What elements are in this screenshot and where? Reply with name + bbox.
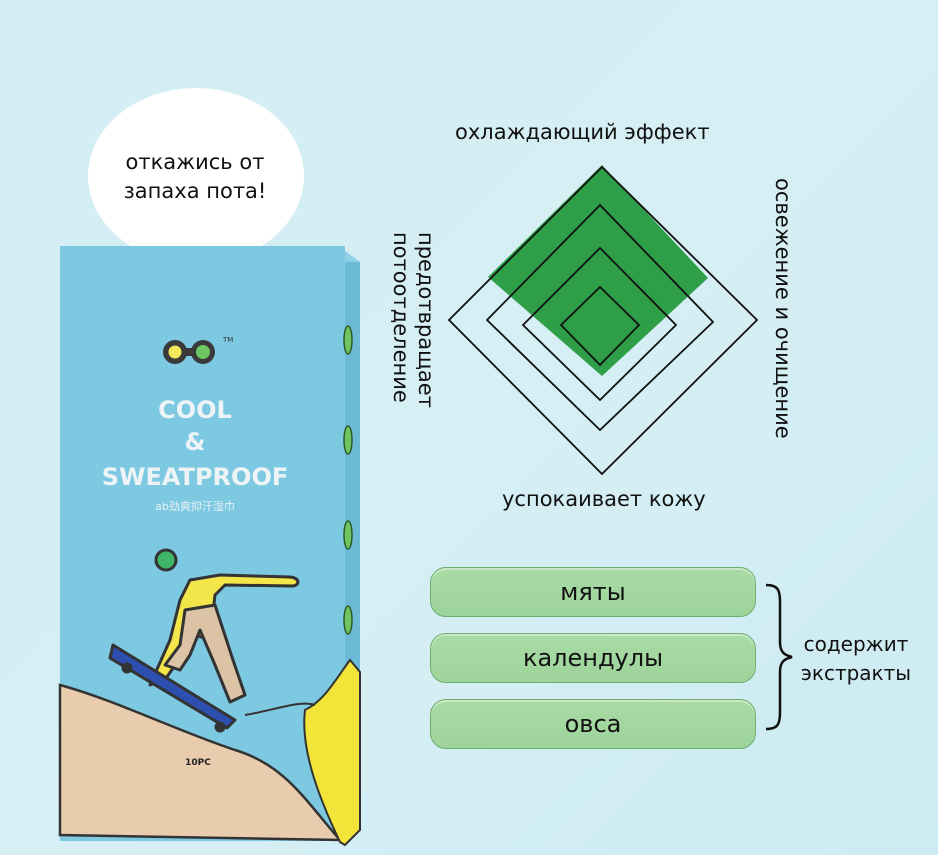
svg-text:TM: TM	[222, 336, 233, 344]
product-title-2: &	[185, 428, 206, 456]
label-prevent-sweat-line2: потоотделение	[389, 232, 413, 403]
extracts-caption-line2: экстракты	[800, 661, 912, 685]
extract-mint: мяты	[430, 567, 756, 617]
diamond-fill	[488, 165, 708, 376]
bubble-text: откажись от запаха пота!	[100, 148, 290, 206]
bubble-line-2: запаха пота!	[123, 179, 267, 203]
extract-calendula: календулы	[430, 633, 756, 683]
diamond-ring-2	[521, 246, 678, 402]
label-cooling-effect: охлаждающий эффект	[455, 120, 710, 144]
benefit-diamond	[447, 165, 759, 476]
bubble-line-1: откажись от	[125, 150, 265, 174]
label-soothes-skin: успокаивает кожу	[502, 487, 706, 511]
product-title-3: SWEATPROOF	[102, 463, 289, 491]
extracts-caption: содержит экстракты	[794, 630, 918, 688]
product-title-1: COOL	[158, 396, 232, 424]
label-refresh-clean: освежение и очищение	[771, 178, 795, 439]
diamond-ring-1	[559, 285, 641, 367]
product-count: 10PC	[185, 758, 211, 768]
brand-logo: TM	[163, 336, 233, 364]
extracts-caption-line1: содержит	[803, 632, 909, 656]
diamond-ring-3	[485, 203, 715, 432]
curly-brace-icon	[765, 583, 793, 731]
extract-oat: овса	[430, 699, 756, 749]
diamond-outer	[447, 165, 759, 476]
skater-illustration	[108, 548, 300, 733]
label-prevent-sweat-line1: предотвращает	[414, 232, 438, 408]
product-box: TM COOL & SWEATPROOF ab劲爽抑汗湿巾 10PC	[58, 246, 361, 847]
product-subtitle: ab劲爽抑汗湿巾	[155, 499, 235, 513]
label-prevent-sweat: предотвращает потоотделение	[388, 232, 438, 408]
